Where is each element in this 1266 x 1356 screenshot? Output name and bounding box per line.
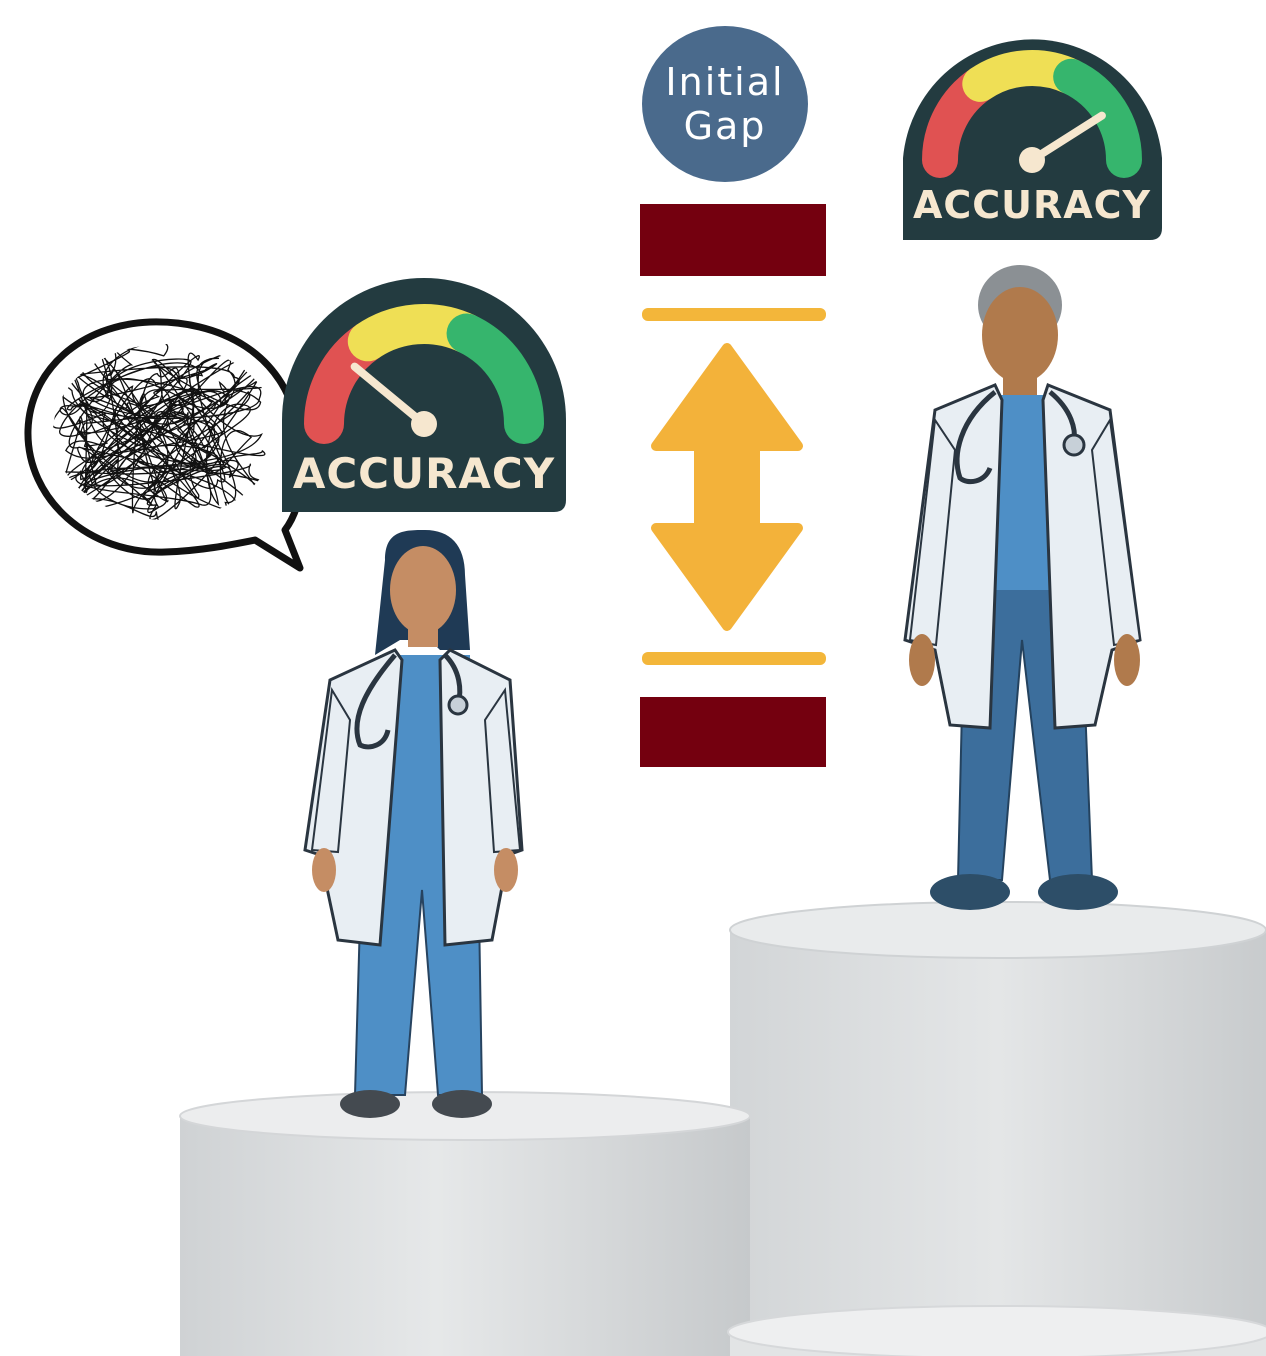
double-vertical-arrow-icon bbox=[651, 343, 803, 631]
right-gauge-label: ACCURACY bbox=[913, 183, 1151, 227]
gauge-hub bbox=[1019, 147, 1045, 173]
gauge-green-zone bbox=[1053, 58, 1142, 178]
bottom-gold-line bbox=[642, 652, 826, 665]
bottom-dark-bar bbox=[640, 697, 826, 767]
left-gauge-label: ACCURACY bbox=[293, 449, 555, 498]
top-gold-line bbox=[642, 308, 826, 321]
gauge-needle bbox=[350, 362, 437, 437]
gauge-needle bbox=[1019, 111, 1106, 173]
initial-gap-label: Initial Gap bbox=[642, 26, 808, 182]
front-podium bbox=[727, 1305, 1266, 1356]
top-dark-bar bbox=[640, 204, 826, 276]
gauge-needle-line bbox=[1028, 111, 1106, 164]
gap-label-line-2: Gap bbox=[683, 104, 767, 148]
gauge-green-zone bbox=[446, 313, 544, 444]
gauge-hub bbox=[411, 411, 437, 437]
gauge-needle-line bbox=[350, 362, 428, 428]
scribble-lines bbox=[53, 344, 274, 520]
gap-label-line-1: Initial bbox=[665, 60, 785, 104]
